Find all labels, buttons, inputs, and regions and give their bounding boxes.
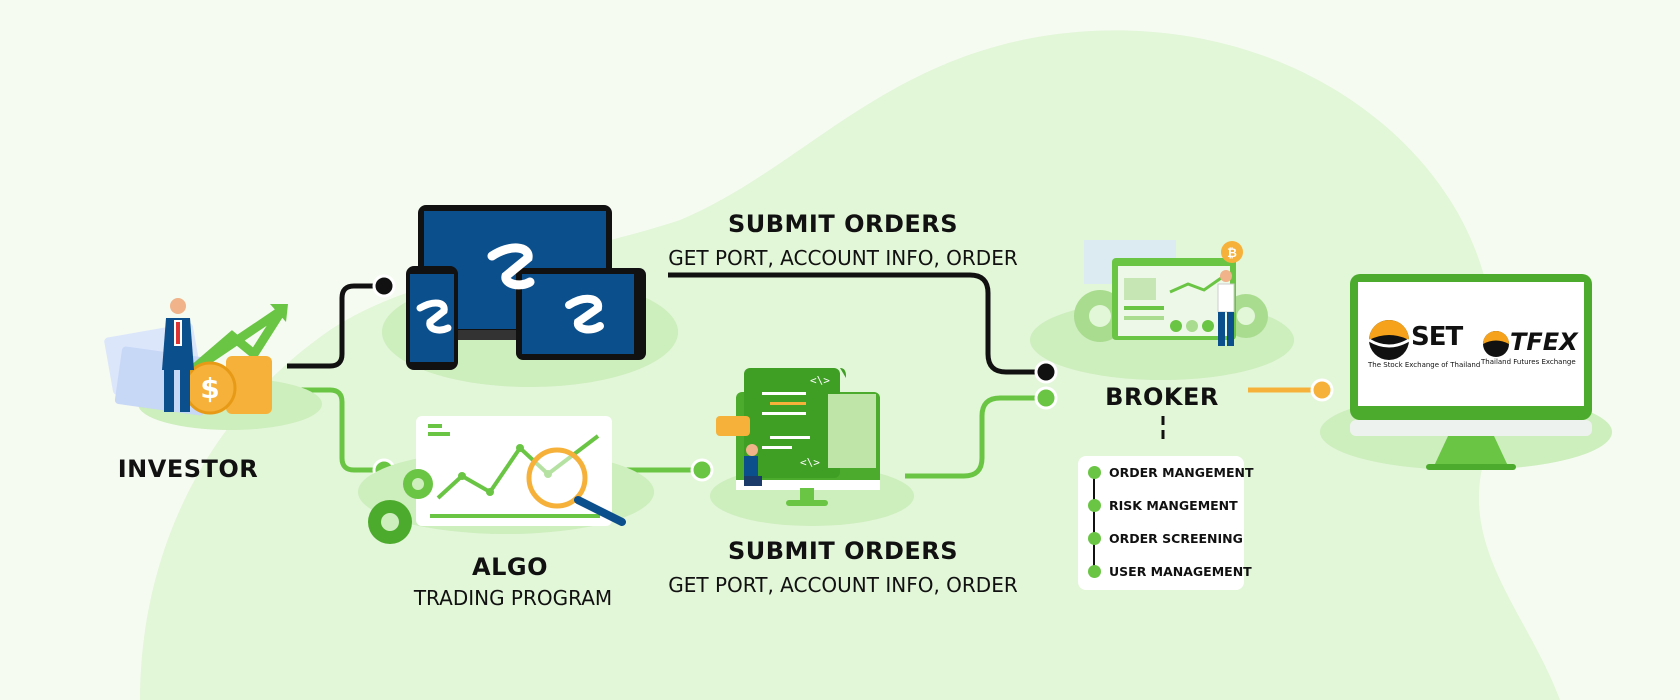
algo-illustration (358, 416, 654, 544)
svg-text:₿: ₿ (1227, 246, 1237, 260)
connector-investor-algo (287, 387, 384, 473)
connector-node (372, 274, 396, 298)
connector-node (690, 458, 714, 482)
app-logo-icon (487, 243, 535, 290)
broker-function-item: USER MANAGEMENT (1088, 564, 1252, 579)
set-logo-tagline: The Stock Exchange of Thailand (1368, 361, 1481, 369)
connector-devices-broker (668, 272, 1046, 375)
broker-function-label: USER MANAGEMENT (1109, 564, 1252, 579)
app-logo-icon (416, 299, 452, 334)
broker-function-item: ORDER MANGEMENT (1088, 465, 1253, 480)
exchange-monitor (1320, 274, 1612, 470)
set-logo-name: SET (1411, 322, 1463, 352)
broker-functions-list: ORDER MANGEMENT RISK MANGEMENT ORDER SCR… (1078, 456, 1253, 590)
connector-investor-devices (287, 283, 384, 369)
devices-illustration (382, 205, 678, 387)
bullet-dot (1088, 565, 1101, 578)
broker-label: BROKER (1105, 383, 1219, 411)
investor-illustration: $ (104, 298, 322, 430)
svg-text:<\>: <\> (800, 456, 820, 469)
bottom-flow-detail: GET PORT, ACCOUNT INFO, ORDER (668, 573, 1018, 597)
svg-text:<\>: <\> (810, 374, 830, 387)
bullet-dot (1088, 466, 1101, 479)
top-flow-detail: GET PORT, ACCOUNT INFO, ORDER (668, 246, 1018, 270)
broker-function-label: ORDER MANGEMENT (1109, 465, 1254, 480)
algo-subtitle: TRADING PROGRAM (413, 586, 613, 610)
bitcoin-icon (1221, 241, 1243, 263)
bullet-dot (1088, 499, 1101, 512)
app-logo-icon (565, 294, 604, 334)
connector-node (1310, 378, 1334, 402)
bullet-dot (1088, 532, 1101, 545)
bottom-flow-title: SUBMIT ORDERS (727, 537, 959, 565)
tfex-logo-name: TFEX (1510, 328, 1578, 356)
background-blob (140, 30, 1560, 700)
investor-label: INVESTOR (117, 455, 259, 483)
top-flow-title: SUBMIT ORDERS (727, 210, 959, 238)
algo-title: ALGO (472, 553, 548, 581)
broker-function-item: ORDER SCREENING (1088, 531, 1243, 546)
connector-api-broker (905, 395, 1046, 479)
broker-function-item: RISK MANGEMENT (1088, 498, 1238, 513)
tfex-logo-tagline: Thailand Futures Exchange (1481, 358, 1576, 366)
connector-node (1034, 386, 1058, 410)
broker-illustration: ₿ (1030, 240, 1294, 380)
magnifier-icon (526, 447, 588, 509)
svg-text:$: $ (200, 372, 219, 405)
list-connector (1093, 477, 1095, 571)
api-code-illustration: <\> <\> (710, 368, 914, 526)
connector-node (1034, 360, 1058, 384)
broker-function-label: ORDER SCREENING (1109, 531, 1243, 546)
broker-function-label: RISK MANGEMENT (1109, 498, 1238, 513)
